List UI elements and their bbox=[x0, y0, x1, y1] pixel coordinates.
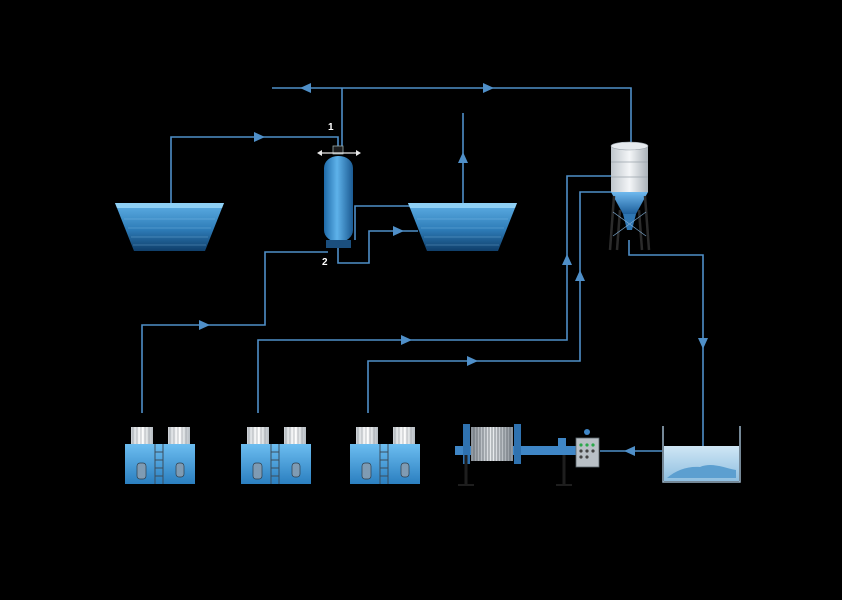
dosing-unit-3 bbox=[350, 427, 420, 484]
dosing-station-icon bbox=[350, 444, 420, 484]
drum-ribs bbox=[357, 427, 412, 444]
arrow-right-icon bbox=[199, 320, 210, 330]
press-end-plate bbox=[463, 424, 470, 464]
pump-icon bbox=[175, 462, 185, 478]
trapezoid-tank-icon bbox=[115, 203, 224, 251]
arrow-left-icon bbox=[624, 446, 635, 456]
filter-column: 1 2 bbox=[317, 122, 361, 268]
basin-walls bbox=[662, 426, 741, 483]
pipe-top-return bbox=[272, 87, 632, 143]
pump-icon bbox=[361, 462, 372, 480]
pipe-column-to-right-tank-2 bbox=[337, 230, 418, 264]
press-cylinder bbox=[558, 438, 566, 454]
arrow-right-icon bbox=[483, 83, 494, 93]
tank-ripples bbox=[417, 218, 508, 246]
left-settling-tank bbox=[115, 203, 224, 251]
port-label-bottom: 2 bbox=[322, 257, 328, 268]
silo-bracing bbox=[612, 211, 647, 237]
pump-icon bbox=[400, 462, 410, 478]
right-settling-tank bbox=[408, 203, 517, 251]
trapezoid-tank-icon bbox=[408, 203, 517, 251]
column-base bbox=[326, 240, 351, 248]
pipe-dosing-1-feed bbox=[141, 251, 328, 413]
tank-surface bbox=[115, 203, 224, 208]
pressure-vessel-icon bbox=[324, 156, 353, 242]
press-indicator bbox=[584, 429, 590, 435]
port-label-top: 1 bbox=[328, 122, 334, 133]
arrow-up-icon bbox=[458, 152, 468, 163]
drum-ribs bbox=[132, 427, 187, 444]
drum-ribs bbox=[248, 427, 303, 444]
chemical-drum bbox=[168, 427, 190, 444]
silo-icon bbox=[611, 146, 648, 192]
pipe-left-tank-to-column bbox=[170, 136, 339, 204]
arrow-right-icon bbox=[356, 150, 361, 156]
chemical-drum bbox=[356, 427, 378, 444]
arrow-left-icon bbox=[300, 83, 311, 93]
press-plates bbox=[473, 427, 511, 461]
storage-silo bbox=[608, 141, 651, 251]
tank-ripples bbox=[124, 218, 215, 246]
ladder bbox=[379, 444, 389, 484]
dosing-station-icon bbox=[241, 444, 311, 484]
arrow-up-icon bbox=[562, 254, 572, 265]
column-valve-head bbox=[332, 145, 344, 155]
ladder bbox=[154, 444, 164, 484]
pipe-silo-to-basin bbox=[628, 240, 704, 448]
arrow-down-icon bbox=[698, 338, 708, 349]
pipe-column-to-right-tank-1 bbox=[354, 205, 410, 240]
chemical-drum bbox=[284, 427, 306, 444]
control-buttons bbox=[579, 443, 595, 459]
arrow-right-icon bbox=[401, 335, 412, 345]
flow-arrows bbox=[199, 83, 708, 456]
arrow-right-icon bbox=[467, 356, 478, 366]
pipe-dosing-3-feed bbox=[367, 191, 612, 413]
arrow-right-icon bbox=[254, 132, 265, 142]
sludge-basin bbox=[662, 426, 741, 483]
pump-icon bbox=[291, 462, 301, 478]
silo-hopper bbox=[611, 192, 648, 214]
pipe-dosing-2-feed bbox=[257, 175, 612, 413]
chemical-drum bbox=[247, 427, 269, 444]
press-legs bbox=[464, 455, 566, 484]
tank-surface bbox=[408, 203, 517, 208]
pump-icon bbox=[252, 462, 263, 480]
arrow-right-icon bbox=[393, 226, 404, 236]
arrow-up-icon bbox=[575, 270, 585, 281]
pipe-network bbox=[141, 87, 704, 452]
chemical-drum bbox=[393, 427, 415, 444]
silo-roof bbox=[610, 141, 649, 151]
pump-icon bbox=[136, 462, 147, 480]
chemical-drum bbox=[131, 427, 153, 444]
press-end-plate bbox=[514, 424, 521, 464]
sludge-mound bbox=[667, 465, 736, 478]
dosing-unit-1 bbox=[125, 427, 195, 484]
dosing-station-icon bbox=[125, 444, 195, 484]
filter-press bbox=[455, 424, 600, 486]
ladder bbox=[270, 444, 280, 484]
arrow-left-icon bbox=[317, 150, 322, 156]
dosing-unit-2 bbox=[241, 427, 311, 484]
